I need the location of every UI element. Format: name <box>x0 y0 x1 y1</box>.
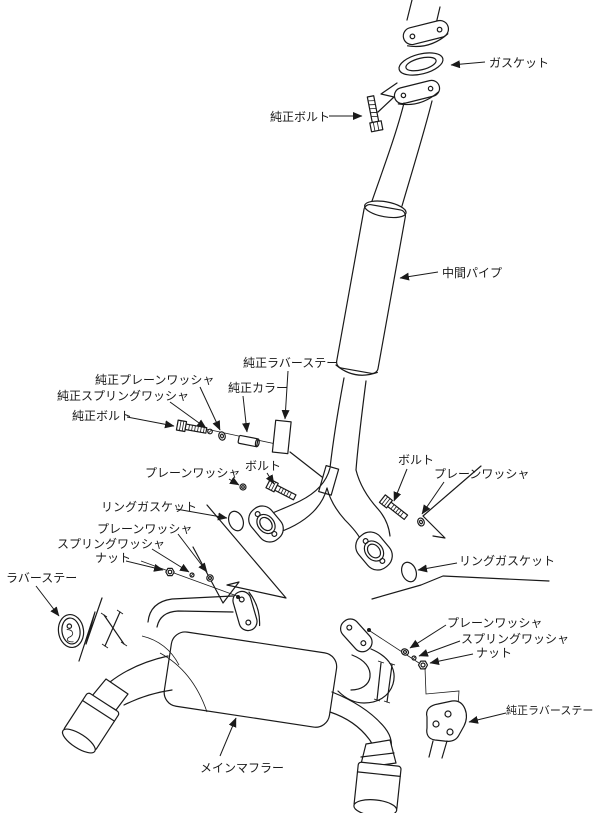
leader-plain-washer-right <box>421 481 445 515</box>
label-ring-gasket-right: リングガスケット <box>459 554 555 568</box>
plain-washer-right-part <box>417 517 425 527</box>
label-oem-spring-washer: 純正スプリングワッシャ <box>57 389 189 403</box>
label-oem-collar: 純正カラー <box>228 381 288 395</box>
bolt-right-part <box>378 494 409 521</box>
leader-oem-bolt-mid <box>126 416 175 429</box>
muffler-arc-1 <box>141 635 180 666</box>
leader-rubber-stay-left <box>35 585 60 617</box>
oem-rubber-stay-br-part <box>426 700 467 759</box>
stud-line-right <box>369 630 420 664</box>
label-mid-pipe: 中間パイプ <box>442 265 502 280</box>
muffler-inlet-left <box>147 595 234 628</box>
leader-plain-washer-bl <box>177 533 208 573</box>
leader-nut-bl <box>125 560 164 572</box>
front-pipe <box>371 100 433 207</box>
leader-oem-collar <box>242 395 250 433</box>
leader-oem-rubber-stay-mid <box>281 370 290 420</box>
label-main-muffler: メインマフラー <box>200 761 284 775</box>
hanger-rods-right <box>373 660 396 704</box>
y-pipe <box>265 467 391 541</box>
leader-bolt-left-mid <box>265 472 275 485</box>
label-ring-gasket-left: リングガスケット <box>101 500 197 514</box>
stay-wire <box>424 667 460 707</box>
front-pipe-flange-upper <box>402 19 450 48</box>
mid-pipe-part <box>335 200 407 376</box>
leader-oem-spring-washer <box>169 401 207 429</box>
rubber-stay-left-part <box>57 613 85 649</box>
stud-line-left <box>140 560 238 597</box>
label-gasket: ガスケット <box>489 56 549 70</box>
spring-washer-br-part <box>411 655 417 661</box>
gasket-part <box>398 52 444 76</box>
labels: ガスケット 純正ボルト 中間パイプ 純正ラバーステー 純正プレーンワッシャ 純正… <box>6 56 593 775</box>
label-bolt-right: ボルト <box>398 453 434 467</box>
tailpipe-right <box>329 691 397 769</box>
oem-bolt-top-part <box>366 95 384 133</box>
ring-gasket-left-part <box>227 510 245 532</box>
leader-main-muffler <box>219 717 237 757</box>
label-spring-washer-bl: スプリングワッシャ <box>57 537 165 551</box>
tip-left <box>61 692 120 754</box>
label-oem-bolt-top: 純正ボルト <box>270 110 330 124</box>
bolt-left-part <box>265 478 297 501</box>
label-nut-bl: ナット <box>95 551 131 565</box>
oem-rubber-stay-part <box>271 419 292 455</box>
break-mark-right-1 <box>422 465 482 539</box>
front-pipe-stub <box>406 0 441 25</box>
leader-ring-gasket-left <box>175 508 228 521</box>
leader-mid-pipe <box>399 271 439 281</box>
leader-spring-washer-br <box>418 640 461 657</box>
label-oem-plain-washer: 純正プレーンワッシャ <box>95 373 214 387</box>
y-flange-right <box>355 531 393 571</box>
stay-link-line <box>289 451 323 478</box>
front-pipe-flange-lower <box>393 79 441 106</box>
leader-bolt-right <box>393 468 408 502</box>
nut-left-part <box>165 567 175 577</box>
ring-gasket-right-part <box>400 561 418 583</box>
label-plain-washer-right: プレーンワッシャ <box>434 467 529 481</box>
plain-washer-left2-part <box>206 574 214 582</box>
label-spring-washer-br: スプリングワッシャ <box>461 632 569 646</box>
oem-plain-washer-part <box>218 431 226 441</box>
label-plain-washer-br: プレーンワッシャ <box>447 616 542 630</box>
leader-oem-plain-washer <box>199 386 221 431</box>
hanger-plate <box>318 465 340 496</box>
label-oem-bolt-mid: 純正ボルト <box>72 409 132 423</box>
label-plain-washer-left-mid: プレーンワッシャ <box>145 466 240 480</box>
leader-nut-br <box>429 653 474 666</box>
inlet-flange-left <box>232 590 261 632</box>
mid-pipe-lower <box>329 377 367 471</box>
label-rubber-stay-left: ラバーステー <box>6 571 77 585</box>
leader-ring-gasket-right <box>417 562 458 573</box>
inlet-elbow-right <box>337 648 395 704</box>
break-mark-right-2 <box>371 575 550 600</box>
nut-br-part <box>417 660 429 670</box>
label-oem-rubber-stay-mid: 純正ラバーステー <box>243 356 338 370</box>
hanger-rods-left <box>100 609 128 649</box>
leader-spring-washer-bl <box>151 548 190 573</box>
label-plain-washer-bl: プレーンワッシャ <box>97 522 192 536</box>
break-mark-stay-left <box>78 597 103 662</box>
inlet-flange-right <box>340 618 373 653</box>
leader-gasket <box>450 60 486 69</box>
plain-washer-br-part <box>400 648 410 656</box>
spring-washer-left-part <box>189 572 195 578</box>
tip-right <box>353 761 402 813</box>
plain-washer-left-part <box>239 483 247 491</box>
break-mark-left <box>192 504 287 604</box>
leader-lines <box>35 60 507 757</box>
oem-collar-part <box>237 434 260 448</box>
leader-plain-washer-left-mid <box>228 476 240 486</box>
oem-spring-washer-part <box>207 428 213 435</box>
label-bolt-left-mid: ボルト <box>245 459 281 473</box>
label-nut-br: ナット <box>476 646 512 660</box>
leader-oem-rubber-stay-br <box>468 712 507 724</box>
oem-bolt-mid-part <box>175 419 208 434</box>
muffler-body <box>163 631 338 728</box>
leader-plain-washer-br <box>409 624 447 649</box>
pipe-break-mark-top <box>377 82 398 113</box>
y-flange-left <box>248 505 284 543</box>
label-oem-rubber-stay-br: 純正ラバーステー <box>506 704 593 717</box>
